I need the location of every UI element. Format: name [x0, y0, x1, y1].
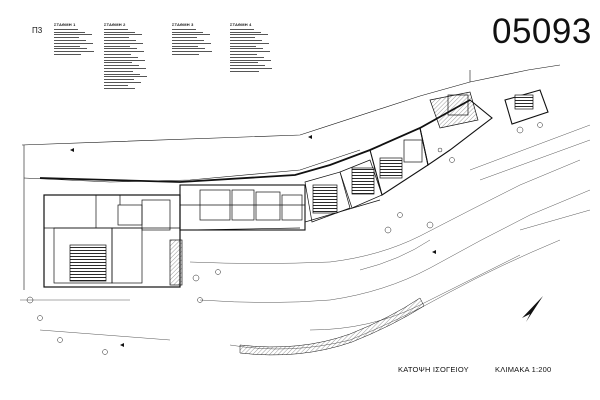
legend-line — [230, 28, 254, 30]
legend-lines — [54, 28, 94, 55]
legend-line — [104, 53, 131, 55]
legend-line — [104, 62, 132, 64]
legend-line — [230, 39, 262, 41]
legend-line — [54, 48, 87, 50]
legend-line — [54, 34, 92, 36]
legend-line — [230, 70, 259, 72]
trees — [26, 122, 543, 355]
legend-line — [104, 87, 135, 89]
legend-line — [54, 37, 79, 39]
legend-line — [104, 37, 129, 39]
legend-line — [104, 39, 136, 41]
legend-lines — [230, 28, 272, 72]
legend-column: ΣΤΑΘΜΗ 2 — [104, 22, 147, 90]
legend-line — [54, 31, 85, 33]
legend-line — [230, 62, 258, 64]
section-markers — [70, 135, 436, 347]
legend-heading: ΣΤΑΘΜΗ 4 — [230, 22, 252, 27]
legend-line — [172, 53, 199, 55]
legend-line — [104, 59, 145, 61]
legend-column: ΣΤΑΘΜΗ 3 — [172, 22, 212, 57]
legend-line — [172, 28, 196, 30]
ramp-strip — [239, 297, 425, 356]
legend-line — [172, 39, 204, 41]
legend-line — [54, 51, 94, 53]
legend-line — [230, 65, 265, 67]
legend-lines — [104, 28, 147, 89]
legend-line — [104, 31, 135, 33]
legend-column: ΣΤΑΘΜΗ 1 — [54, 22, 94, 57]
legend-line — [104, 70, 133, 72]
legend-line — [104, 79, 134, 81]
legend-line — [172, 31, 203, 33]
legend-line — [172, 37, 197, 39]
legend-line — [104, 51, 144, 53]
legend-line — [104, 65, 139, 67]
legend-line — [172, 48, 205, 50]
legend-line — [230, 45, 256, 47]
legend-line — [54, 39, 86, 41]
legend-line — [172, 51, 212, 53]
legend-line — [230, 42, 269, 44]
legend-line — [230, 51, 270, 53]
legend-line — [104, 67, 146, 69]
legend-line — [230, 34, 268, 36]
legend-line — [230, 67, 272, 69]
panel-label: Π3 — [32, 26, 43, 35]
legend-line — [230, 37, 255, 39]
legend-heading: ΣΤΑΘΜΗ 3 — [172, 22, 194, 27]
legend-line — [172, 45, 198, 47]
legend-line — [230, 53, 257, 55]
legend-line — [54, 42, 93, 44]
legend-line — [230, 48, 263, 50]
legend-line — [104, 76, 147, 78]
scale-label: ΚΛΙΜΑΚΑ 1:200 — [495, 365, 552, 374]
legend-line — [230, 31, 261, 33]
legend-block: ΣΤΑΘΜΗ 1 ΣΤΑΘΜΗ 2 ΣΤΑΘΜΗ 3 ΣΤΑΘΜΗ 4 — [44, 22, 284, 104]
legend-line — [230, 59, 271, 61]
legend-heading: ΣΤΑΘΜΗ 2 — [104, 22, 126, 27]
legend-line — [54, 53, 81, 55]
legend-line — [172, 34, 210, 36]
site-boundary — [21, 64, 561, 290]
legend-lines — [172, 28, 212, 55]
legend-line — [104, 42, 143, 44]
legend-line — [54, 28, 78, 30]
legend-line — [230, 56, 264, 58]
legend-heading: ΣΤΑΘΜΗ 1 — [54, 22, 76, 27]
legend-line — [54, 45, 80, 47]
sheet-number: 05093 — [492, 12, 592, 51]
legend-line — [104, 81, 141, 83]
legend-line — [104, 73, 140, 75]
legend-line — [104, 45, 130, 47]
legend-line — [172, 42, 211, 44]
legend-line — [104, 28, 128, 30]
legend-line — [104, 34, 142, 36]
legend-line — [104, 48, 137, 50]
main-building — [39, 89, 549, 288]
legend-column: ΣΤΑΘΜΗ 4 — [230, 22, 272, 74]
legend-line — [104, 56, 138, 58]
drawing-title: ΚΑΤΟΨΗ ΙΣΟΓΕΙΟΥ — [398, 365, 469, 374]
legend-line — [104, 84, 128, 86]
